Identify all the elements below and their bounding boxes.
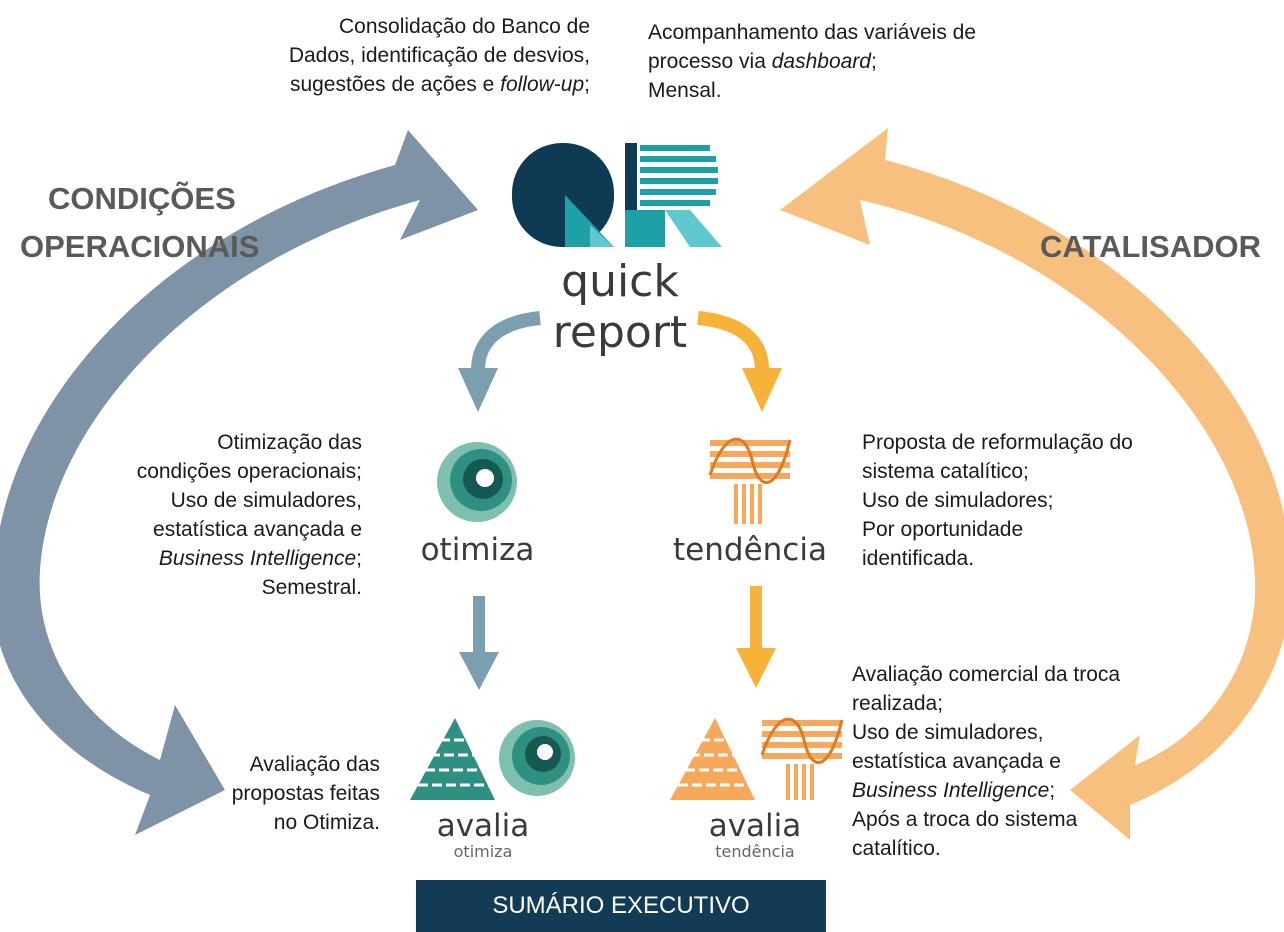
qr-right-line-3: Mensal. — [648, 79, 722, 102]
otimiza-line-2: condições operacionais; — [136, 460, 362, 483]
qr-right-line-2-end: ; — [870, 50, 877, 73]
qr-right-line-2-text: processo via — [648, 50, 772, 73]
tendencia-line-3: Uso de simuladores; — [862, 489, 1054, 512]
sumario-executivo-button[interactable]: SUMÁRIO EXECUTIVO — [416, 880, 826, 932]
condicoes-label-2: OPERACIONAIS — [20, 229, 260, 264]
right-cycle-arrow — [780, 128, 1284, 840]
tendencia-line-4: Por oportunidade — [862, 518, 1024, 541]
avalia-tendencia-line-3: Uso de simuladores, — [852, 721, 1044, 744]
qr-left-line-2: Dados, identificação de desvios, — [288, 44, 590, 67]
avalia-tendencia-line-1: Avaliação comercial da troca — [852, 663, 1121, 686]
tendencia-wordmark: tendência — [673, 532, 827, 568]
qr-right-line-2: processo via dashboard; — [648, 47, 1068, 76]
qr-description-right: Acompanhamento das variáveis de processo… — [648, 18, 1068, 105]
avalia-otimiza-subtitle: otimiza — [453, 842, 513, 861]
otimiza-eye-logo — [437, 442, 517, 522]
otimiza-line-5-end: ; — [356, 547, 362, 570]
tendencia-line-5: identificada. — [862, 547, 975, 570]
qr-to-otimiza-arrow — [458, 311, 541, 412]
avalia-otimiza-line-3: no Otimiza. — [273, 811, 380, 834]
otimiza-to-avalia-arrow — [459, 596, 499, 690]
avalia-tendencia-wordmark: avalia — [708, 808, 802, 844]
avalia-tendencia-line-5-italic: Business Intelligence — [852, 779, 1050, 802]
otimiza-line-1: Otimização das — [217, 431, 362, 454]
qr-left-line-3-italic: follow-up — [500, 73, 585, 96]
avalia-tendencia-logo — [670, 717, 844, 800]
quick-report-wordmark: quick report — [552, 256, 688, 358]
avalia-tendencia-line-5-end: ; — [1049, 779, 1056, 802]
avalia-otimiza-wordmark: avalia — [436, 808, 530, 844]
catalisador-label: CATALISADOR — [1040, 229, 1261, 264]
tendencia-description: Proposta de reformulação do sistema cata… — [862, 428, 1202, 573]
avalia-otimiza-line-2: propostas feitas — [231, 782, 380, 805]
qr-left-line-3-text: sugestões de ações e — [289, 73, 501, 96]
qr-left-line-3-end: ; — [584, 73, 590, 96]
otimiza-line-4: estatística avançada e — [153, 518, 362, 541]
avalia-tendencia-line-7: catalítico. — [852, 837, 941, 860]
avalia-otimiza-line-1: Avaliação das — [249, 753, 380, 776]
left-cycle-arrow — [0, 130, 478, 835]
otimiza-line-6: Semestral. — [261, 576, 362, 599]
qr-description-left: Consolidação do Banco de Dados, identifi… — [210, 12, 590, 99]
avalia-tendencia-line-6: Após a troca do sistema — [852, 808, 1078, 831]
qr-left-line-1: Consolidação do Banco de — [338, 15, 590, 38]
tendencia-line-1: Proposta de reformulação do — [862, 431, 1133, 454]
qr-right-line-1: Acompanhamento das variáveis de — [648, 21, 977, 44]
avalia-tendencia-subtitle: tendência — [715, 842, 795, 861]
tendencia-to-avalia-arrow — [736, 586, 776, 688]
qr-to-tendencia-arrow — [697, 311, 782, 412]
avalia-tendencia-line-4: estatística avançada e — [852, 750, 1061, 773]
otimiza-line-3: Uso de simuladores, — [170, 489, 362, 512]
avalia-tendencia-description: Avaliação comercial da troca realizada; … — [852, 660, 1172, 863]
avalia-otimiza-logo — [410, 718, 575, 800]
qr-logo-mark — [512, 143, 722, 247]
qr-right-line-2-italic: dashboard — [771, 50, 871, 73]
tendencia-logo — [708, 437, 792, 524]
otimiza-line-5: Business Intelligence; — [90, 544, 362, 573]
otimiza-line-5-italic: Business Intelligence — [158, 547, 357, 570]
avalia-tendencia-line-2: realizada; — [852, 692, 944, 715]
otimiza-description: Otimização das condições operacionais; U… — [90, 428, 362, 602]
qr-left-line-3: sugestões de ações e follow-up; — [210, 70, 590, 99]
condicoes-label-1: CONDIÇÕES — [48, 181, 236, 216]
tendencia-line-2: sistema catalítico; — [862, 460, 1029, 483]
avalia-tendencia-line-5: Business Intelligence; — [852, 776, 1172, 805]
avalia-otimiza-description: Avaliação das propostas feitas no Otimiz… — [200, 750, 380, 837]
otimiza-wordmark: otimiza — [420, 532, 535, 568]
